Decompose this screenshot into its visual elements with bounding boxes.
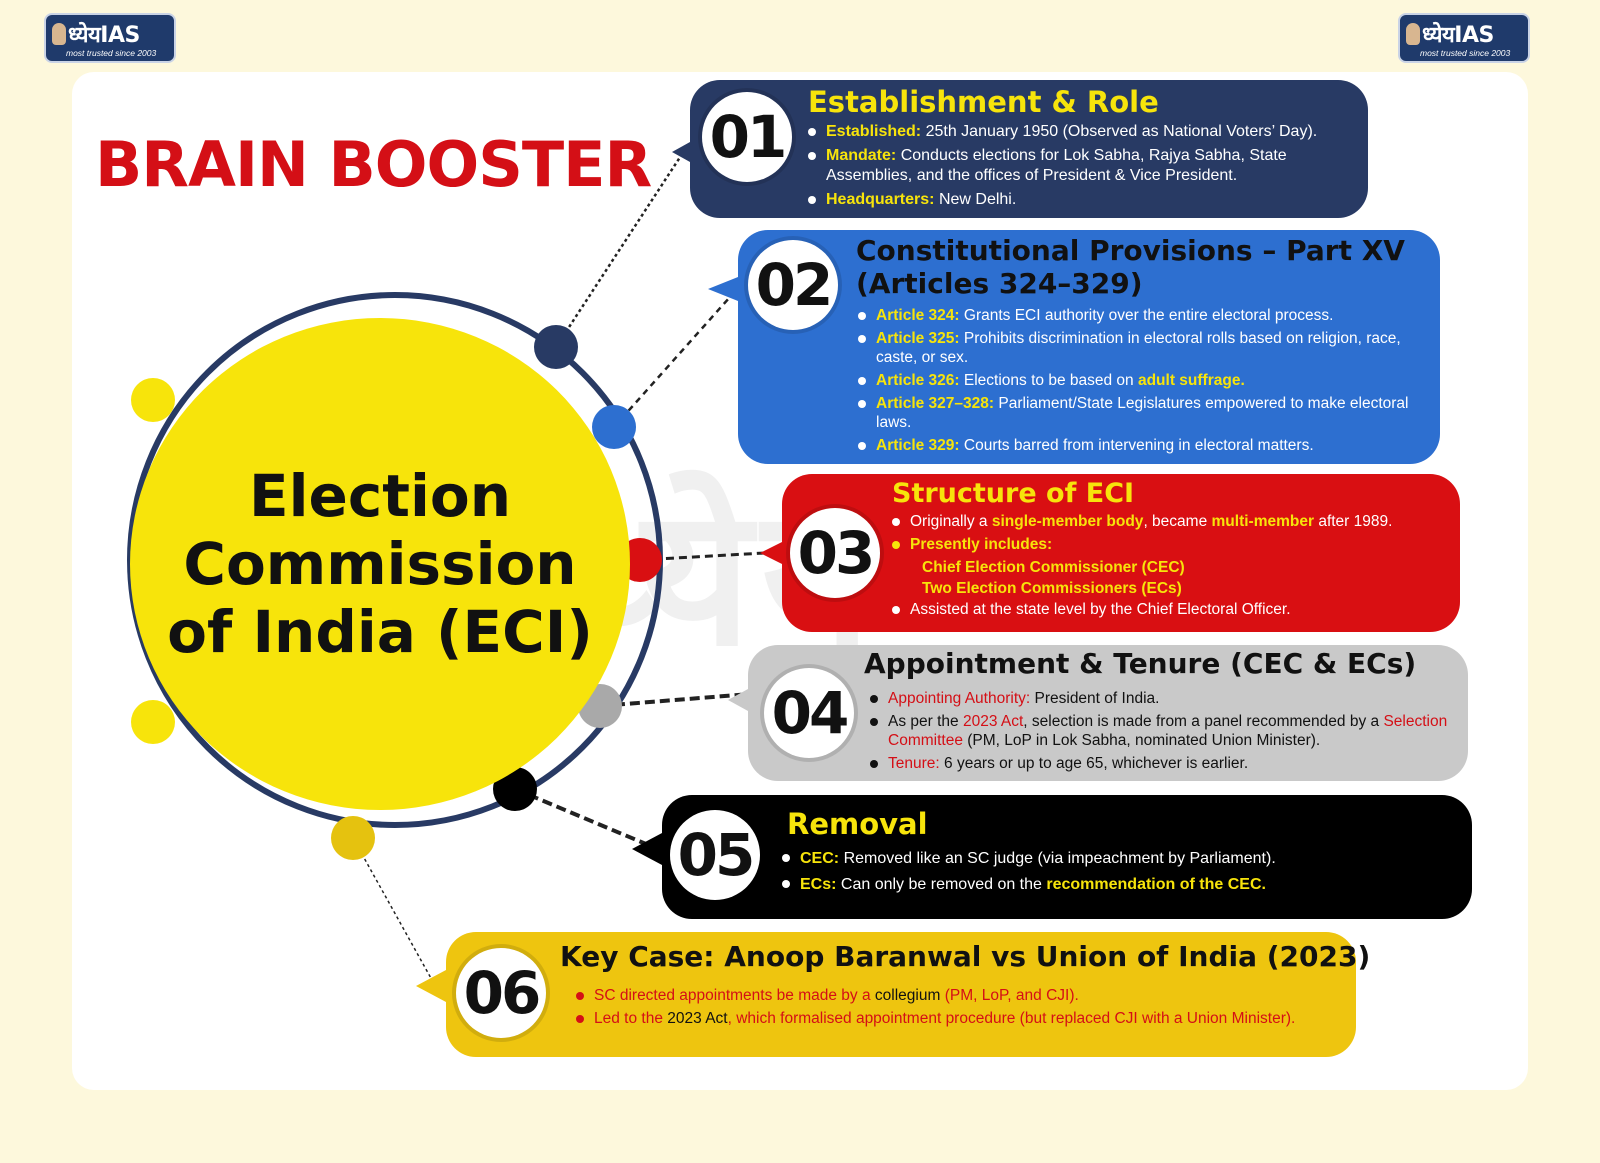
ring-dot-06 <box>331 816 375 860</box>
list-item: Originally a single-member body, became … <box>892 512 1452 531</box>
list-item: Article 329: Courts barred from interven… <box>858 436 1428 455</box>
connector-line-02 <box>613 287 739 428</box>
section-02-number: 02 <box>748 240 838 330</box>
connector-line-04 <box>599 692 751 708</box>
section-02-list: Article 324: Grants ECI authority over t… <box>858 306 1428 459</box>
section-03-list: Originally a single-member body, became … <box>892 512 1452 623</box>
section-06-number: 06 <box>456 948 546 1038</box>
list-item: Article 327–328: Parliament/State Legisl… <box>858 394 1428 432</box>
section-04-number: 04 <box>764 668 854 758</box>
list-item: Tenure: 6 years or up to age 65, whichev… <box>870 754 1460 773</box>
section-02-card: Constitutional Provisions – Part XV (Art… <box>708 230 1440 464</box>
list-subitem: Two Election Commissioners (ECs) <box>922 580 1182 597</box>
list-item: Assisted at the state level by the Chief… <box>892 600 1452 619</box>
card-pointer <box>632 833 662 865</box>
section-04-card: Appointment & Tenure (CEC & ECs) Appoint… <box>728 645 1468 781</box>
center-circle: Election Commission of India (ECI) <box>130 318 630 810</box>
center-title: Election Commission of India (ECI) <box>150 462 610 666</box>
list-item: SC directed appointments be made by a co… <box>576 986 1296 1005</box>
list-subitem: Chief Election Commissioner (CEC) <box>922 559 1185 576</box>
section-01-list: Established: 25th January 1950 (Observed… <box>808 122 1353 214</box>
logo-tagline: most trusted since 2003 <box>66 48 157 58</box>
list-item: Mandate: Conducts elections for Lok Sabh… <box>808 146 1353 186</box>
ring-dot-yellow-top <box>131 378 175 422</box>
section-02-title: Constitutional Provisions – Part XV (Art… <box>856 234 1405 300</box>
connector-line-01 <box>554 147 688 348</box>
list-item: Established: 25th January 1950 (Observed… <box>808 122 1353 142</box>
section-06-card: Key Case: Anoop Baranwal vs Union of Ind… <box>416 932 1370 1057</box>
card-pointer <box>708 277 738 301</box>
section-03-card: Structure of ECI Originally a single-mem… <box>760 474 1460 632</box>
section-05-card: Removal CEC: Removed like an SC judge (v… <box>632 795 1472 919</box>
list-item: CEC: Removed like an SC judge (via impea… <box>782 848 1452 870</box>
page-title: BRAIN BOOSTER <box>95 128 652 201</box>
section-01-title: Establishment & Role <box>808 85 1159 119</box>
list-item: Article 325: Prohibits discrimination in… <box>858 329 1428 367</box>
list-item: As per the 2023 Act, selection is made f… <box>870 712 1460 750</box>
list-item: Headquarters: New Delhi. <box>808 190 1353 210</box>
list-item: Appointing Authority: President of India… <box>870 689 1460 708</box>
ring-dot-yellow-bottom <box>131 700 175 744</box>
ring-dot-02 <box>592 405 636 449</box>
logo-tagline: most trusted since 2003 <box>1420 48 1511 58</box>
section-03-number: 03 <box>790 508 880 598</box>
center-title-line: Commission <box>183 530 577 598</box>
card-pointer <box>416 970 446 1002</box>
ring-dot-01 <box>534 325 578 369</box>
connector-line-03 <box>639 550 783 562</box>
section-01-card: Establishment & Role Established: 25th J… <box>672 80 1368 218</box>
section-06-list: SC directed appointments be made by a co… <box>576 986 1296 1032</box>
section-05-title: Removal <box>787 807 928 841</box>
section-04-title: Appointment & Tenure (CEC & ECs) <box>864 647 1417 680</box>
card-pointer <box>760 542 782 564</box>
brand-logo-left: ध्येयIAS most trusted since 2003 <box>44 13 176 63</box>
section-06-title: Key Case: Anoop Baranwal vs Union of Ind… <box>560 940 1371 973</box>
section-01-number: 01 <box>702 92 792 182</box>
logo-brand-text: ध्येयIAS <box>68 23 140 48</box>
logo-brand-text: ध्येयIAS <box>1422 23 1494 48</box>
card-pointer <box>672 142 690 162</box>
connector-line-06 <box>352 837 433 981</box>
list-item: Article 326: Elections to be based on ad… <box>858 371 1428 390</box>
list-item: Article 324: Grants ECI authority over t… <box>858 306 1428 325</box>
card-pointer <box>728 689 748 711</box>
logo-figure-icon <box>1406 23 1420 45</box>
section-03-title: Structure of ECI <box>892 478 1135 509</box>
center-title-line: Election <box>249 462 511 530</box>
brand-logo-right: ध्येयIAS most trusted since 2003 <box>1398 13 1530 63</box>
logo-figure-icon <box>52 23 66 45</box>
section-05-list: CEC: Removed like an SC judge (via impea… <box>782 848 1452 900</box>
list-item: Presently includes: <box>892 535 1452 554</box>
center-title-line: of India (ECI) <box>167 598 593 666</box>
list-item: Led to the 2023 Act, which formalised ap… <box>576 1009 1296 1028</box>
section-04-list: Appointing Authority: President of India… <box>870 689 1460 777</box>
ring-dot-05 <box>493 767 537 811</box>
section-05-number: 05 <box>670 810 760 900</box>
list-item: ECs: Can only be removed on the recommen… <box>782 874 1452 896</box>
